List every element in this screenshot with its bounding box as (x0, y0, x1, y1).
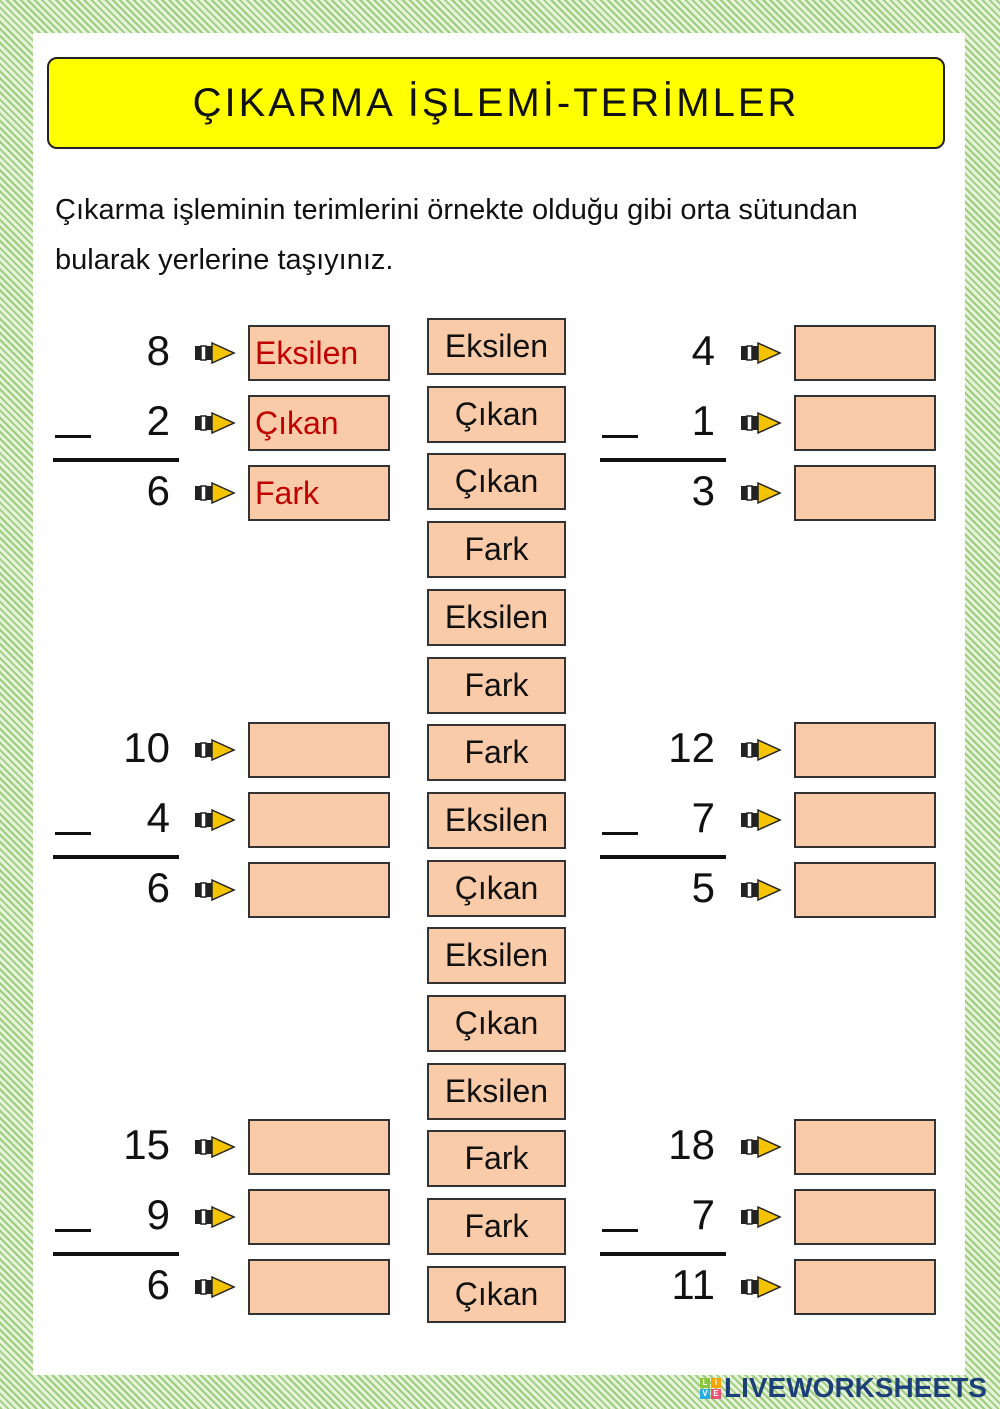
subtrahend-number: 4 (146, 794, 170, 841)
minuend-drop-box[interactable] (794, 1119, 936, 1175)
minus-sign (602, 435, 638, 438)
word-bank-tile[interactable]: Çıkan (427, 995, 566, 1052)
pencil-pointer-icon (740, 808, 782, 832)
word-bank-tile[interactable]: Çıkan (427, 386, 566, 443)
pencil-pointer-icon (740, 1275, 782, 1299)
result-line (600, 458, 726, 462)
difference-drop-box[interactable] (794, 1259, 936, 1315)
pencil-pointer-icon (740, 878, 782, 902)
pencil-pointer-icon (740, 1205, 782, 1229)
pencil-pointer-icon (194, 1205, 236, 1229)
logo-mark: L I V E (700, 1377, 721, 1399)
difference-number: 11 (671, 1261, 715, 1308)
difference-drop-box[interactable] (248, 1259, 390, 1315)
minus-sign (55, 1229, 91, 1232)
difference-number: 3 (691, 467, 715, 514)
result-line (53, 458, 179, 462)
word-bank-tile[interactable]: Çıkan (427, 860, 566, 917)
logo-letter: V (700, 1388, 710, 1399)
difference-drop-box[interactable] (794, 862, 936, 918)
pencil-pointer-icon (194, 1135, 236, 1159)
subtrahend-number: 9 (146, 1191, 170, 1238)
logo-letter: E (711, 1388, 721, 1399)
pencil-pointer-icon (194, 1275, 236, 1299)
word-bank-tile[interactable]: Eksilen (427, 927, 566, 984)
pencil-pointer-icon (740, 411, 782, 435)
pencil-pointer-icon (194, 481, 236, 505)
logo-letter: L (700, 1377, 710, 1388)
minuend-number: 15 (123, 1121, 170, 1168)
minus-sign (602, 1229, 638, 1232)
result-line (53, 855, 179, 859)
pencil-pointer-icon (740, 1135, 782, 1159)
minuend-drop-box[interactable] (794, 722, 936, 778)
subtrahend-number: 2 (146, 397, 170, 444)
difference-number: 5 (691, 864, 715, 911)
page-title: ÇIKARMA İŞLEMİ-TERİMLER (47, 57, 945, 149)
result-line (600, 855, 726, 859)
word-bank-tile[interactable]: Çıkan (427, 1266, 566, 1323)
subtrahend-drop-box[interactable]: Çıkan (248, 395, 390, 451)
word-bank-tile[interactable]: Fark (427, 657, 566, 714)
pencil-pointer-icon (194, 411, 236, 435)
word-bank-tile[interactable]: Eksilen (427, 1063, 566, 1120)
word-bank-tile[interactable]: Fark (427, 521, 566, 578)
difference-number: 6 (146, 864, 170, 911)
difference-drop-box[interactable] (794, 465, 936, 521)
minuend-drop-box[interactable]: Eksilen (248, 325, 390, 381)
subtrahend-drop-box[interactable] (794, 1189, 936, 1245)
pencil-pointer-icon (740, 481, 782, 505)
logo-letter: I (711, 1377, 721, 1388)
pencil-pointer-icon (740, 738, 782, 762)
minus-sign (55, 832, 91, 835)
minuend-number: 8 (146, 327, 170, 374)
word-bank-tile[interactable]: Fark (427, 1130, 566, 1187)
word-bank-tile[interactable]: Fark (427, 1198, 566, 1255)
pencil-pointer-icon (194, 738, 236, 762)
word-bank-tile[interactable]: Çıkan (427, 453, 566, 510)
pencil-pointer-icon (740, 341, 782, 365)
pencil-pointer-icon (194, 808, 236, 832)
subtrahend-drop-box[interactable] (248, 1189, 390, 1245)
subtrahend-drop-box[interactable] (794, 395, 936, 451)
liveworksheets-logo: L I V E LIVEWORKSHEETS (700, 1372, 987, 1404)
difference-number: 6 (146, 467, 170, 514)
instructions: Çıkarma işleminin terimlerini örnekte ol… (55, 194, 858, 276)
pencil-pointer-icon (194, 341, 236, 365)
minuend-number: 4 (691, 327, 715, 374)
minuend-drop-box[interactable] (248, 1119, 390, 1175)
difference-drop-box[interactable]: Fark (248, 465, 390, 521)
word-bank-tile[interactable]: Eksilen (427, 318, 566, 375)
minuend-drop-box[interactable] (248, 722, 390, 778)
minus-sign (602, 832, 638, 835)
subtrahend-number: 7 (691, 794, 715, 841)
difference-drop-box[interactable] (248, 862, 390, 918)
result-line (53, 1252, 179, 1256)
word-bank-tile[interactable]: Eksilen (427, 589, 566, 646)
minuend-number: 18 (668, 1121, 715, 1168)
word-bank-tile[interactable]: Eksilen (427, 792, 566, 849)
minuend-drop-box[interactable] (794, 325, 936, 381)
minuend-number: 10 (123, 724, 170, 771)
subtrahend-drop-box[interactable] (248, 792, 390, 848)
minus-sign (55, 435, 91, 438)
minuend-number: 12 (668, 724, 715, 771)
logo-text: LIVEWORKSHEETS (724, 1372, 987, 1403)
pencil-pointer-icon (194, 878, 236, 902)
result-line (600, 1252, 726, 1256)
subtrahend-number: 1 (691, 397, 715, 444)
word-bank-tile[interactable]: Fark (427, 724, 566, 781)
subtrahend-number: 7 (691, 1191, 715, 1238)
difference-number: 6 (146, 1261, 170, 1308)
subtrahend-drop-box[interactable] (794, 792, 936, 848)
